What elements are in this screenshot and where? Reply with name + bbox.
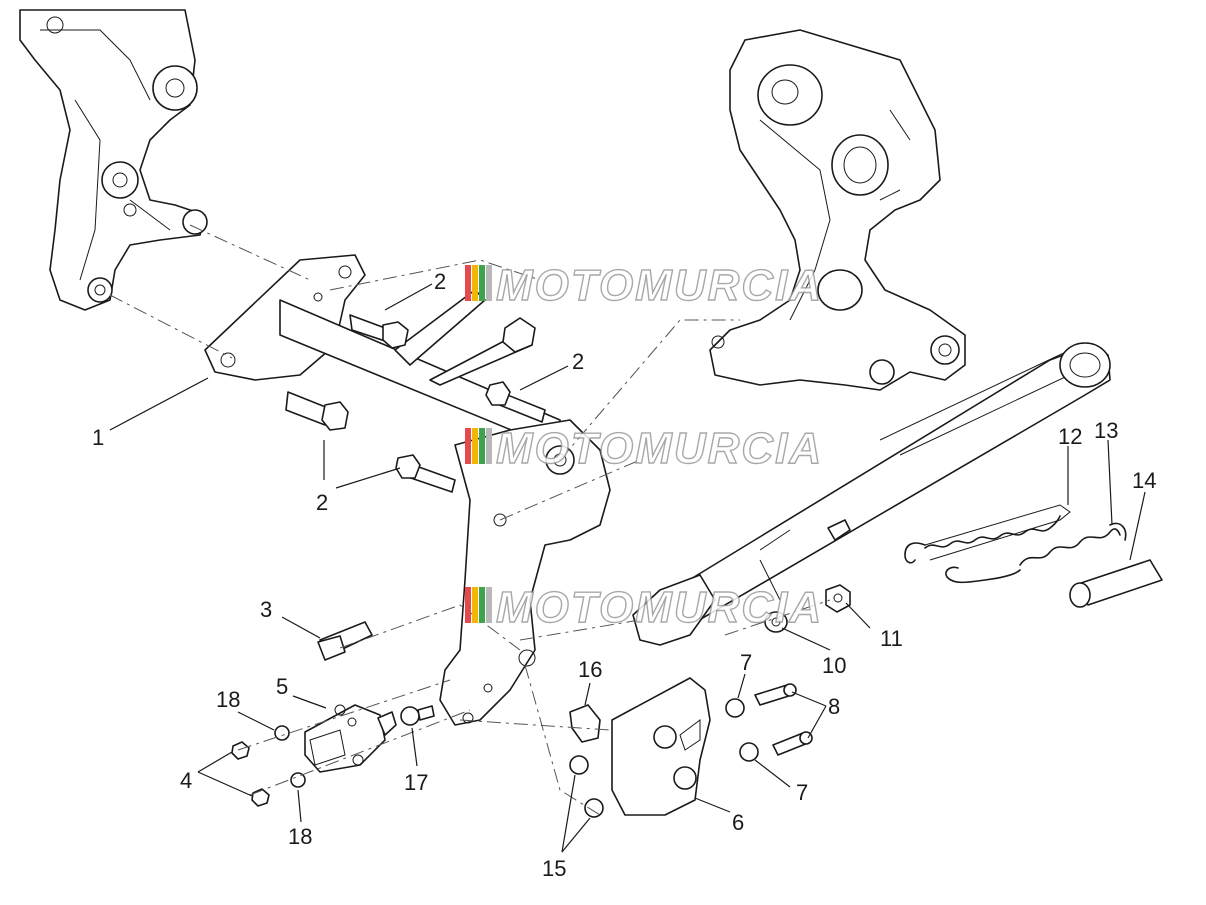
bolt-2-middle <box>485 381 546 423</box>
watermark-2: MOTOMURCIA <box>465 423 823 474</box>
callout-7-upper: 7 <box>740 650 752 675</box>
callout-2-bottom: 2 <box>316 490 328 515</box>
washer-15-lower <box>584 798 604 818</box>
nut-11 <box>825 584 851 613</box>
leader-lines <box>109 283 1146 853</box>
spring-12 <box>904 504 1071 564</box>
watermark-text-3: MOTOMURCIA <box>496 583 823 632</box>
nut-4-lower <box>251 788 270 807</box>
side-stand-leg <box>632 342 1111 646</box>
sensor-5 <box>304 704 397 773</box>
callout-10: 10 <box>822 653 846 678</box>
callout-11: 11 <box>880 626 903 651</box>
callout-18-upper: 18 <box>216 687 240 712</box>
callout-6: 6 <box>732 810 744 835</box>
callout-18-lower: 18 <box>288 824 312 849</box>
callout-2-right: 2 <box>572 349 584 374</box>
screw-17 <box>400 705 435 726</box>
callout-4: 4 <box>180 768 192 793</box>
screw-8-upper <box>754 683 797 706</box>
nut-4-upper <box>231 741 250 760</box>
spring-13 <box>945 522 1127 584</box>
washer-7-upper <box>725 698 745 718</box>
callout-15: 15 <box>542 856 566 881</box>
clip-16 <box>569 704 601 743</box>
callout-16: 16 <box>578 657 602 682</box>
right-frame-bracket <box>709 29 966 391</box>
washer-7-lower <box>739 742 759 762</box>
callout-13: 13 <box>1094 418 1118 443</box>
sleeve-14 <box>1069 559 1163 608</box>
callout-8: 8 <box>828 694 840 719</box>
left-frame-bracket <box>19 9 208 311</box>
callout-2-top: 2 <box>434 269 446 294</box>
watermark-3: MOTOMURCIA <box>465 582 823 633</box>
callout-1: 1 <box>92 425 104 450</box>
watermark-text-1: MOTOMURCIA <box>496 261 823 310</box>
callout-5: 5 <box>276 674 288 699</box>
watermark-text-2: MOTOMURCIA <box>496 424 823 473</box>
assembly-center-lines <box>109 224 831 816</box>
cover-6 <box>611 677 711 816</box>
callout-labels: 1 2 2 2 3 4 5 6 7 7 8 10 11 12 13 14 15 … <box>92 269 1156 881</box>
callout-14: 14 <box>1132 468 1156 493</box>
bolt-2-upper <box>349 314 409 349</box>
callout-7-lower: 7 <box>796 780 808 805</box>
bolt-2-left <box>285 391 349 431</box>
bolt-2-lower <box>395 454 456 493</box>
callout-3: 3 <box>260 597 272 622</box>
washer-18-upper <box>274 725 290 741</box>
stud-3 <box>317 621 373 661</box>
washer-18-lower <box>290 772 306 788</box>
stand-mounting-plate <box>204 254 611 726</box>
washer-10 <box>764 611 788 633</box>
washer-15-upper <box>569 755 589 775</box>
callout-17: 17 <box>404 770 428 795</box>
callout-12: 12 <box>1058 424 1082 449</box>
screw-8-lower <box>772 731 813 756</box>
watermark-1: MOTOMURCIA <box>465 260 823 311</box>
